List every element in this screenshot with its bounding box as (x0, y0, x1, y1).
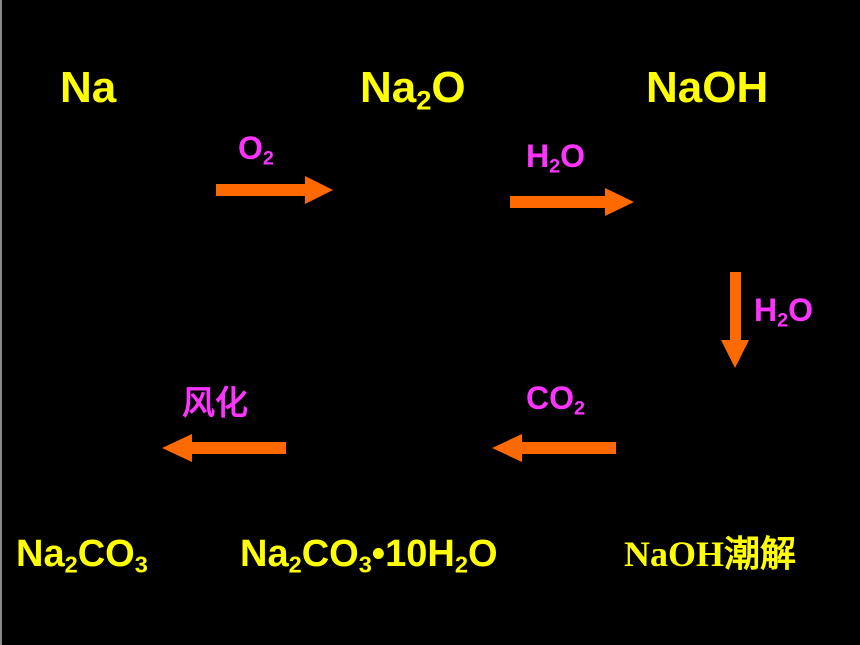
species-decahydrate-part: O (467, 533, 498, 575)
species-decahydrate-subscript: 2 (288, 551, 302, 578)
left-border-line (0, 0, 2, 645)
species-na: Na (60, 66, 116, 110)
species-decahydrate-part: 10H (385, 533, 455, 575)
reagent-co2-subscript: 2 (574, 397, 586, 420)
species-naoh: NaOH (646, 66, 768, 110)
species-decahydrate-part: CO (301, 533, 359, 575)
reagent-weathering: 风化 (182, 386, 248, 419)
arrow-na2o-to-naoh (510, 188, 634, 216)
arrow-co2-left (492, 434, 616, 462)
species-decahydrate-part: Na (240, 533, 289, 575)
species-decahydrate-subscript: 2 (454, 551, 468, 578)
reagent-h2o-right: H2O (754, 292, 814, 330)
reagent-co2: CO2 (526, 380, 585, 418)
reagent-o2: O2 (238, 130, 274, 168)
species-naoh-deliquescence-text: NaOH潮解 (624, 534, 797, 574)
species-na2o-part: O (431, 63, 466, 112)
reagent-h2o-top-part: O (560, 138, 586, 174)
species-na2co3-subscript: 2 (64, 551, 78, 578)
species-na2o-part: Na (360, 63, 417, 112)
species-na2co3-part: CO (77, 533, 135, 575)
species-na-text: Na (60, 63, 117, 112)
reagent-h2o-right-part: O (788, 292, 814, 328)
reagent-h2o-right-part: H (754, 292, 778, 328)
arrow-na-to-na2o (216, 176, 333, 204)
species-naoh-deliquescence: NaOH潮解 (624, 536, 796, 572)
reagent-h2o-top-subscript: 2 (549, 155, 561, 178)
species-na2o-subscript: 2 (416, 84, 432, 116)
species-na2co3-subscript: 3 (134, 551, 148, 578)
species-decahydrate: Na2CO3•10H2O (240, 533, 498, 576)
reagent-o2-subscript: 2 (262, 147, 274, 170)
reagent-co2-part: CO (526, 380, 574, 416)
species-decahydrate-subscript: 3 (358, 551, 372, 578)
species-decahydrate-dot: • (371, 533, 386, 575)
species-na2co3: Na2CO3 (16, 533, 148, 576)
arrow-weathering-left (162, 434, 286, 462)
species-naoh-text: NaOH (646, 63, 769, 112)
reagent-h2o-right-subscript: 2 (777, 309, 789, 332)
species-na2o: Na2O (360, 63, 466, 114)
species-na2co3-part: Na (16, 533, 65, 575)
arrow-naoh-down (721, 272, 749, 368)
reagent-weathering-text: 风化 (182, 383, 248, 422)
reagent-h2o-top-part: H (526, 138, 550, 174)
reagent-h2o-top: H2O (526, 138, 586, 176)
reagent-o2-part: O (238, 130, 263, 166)
